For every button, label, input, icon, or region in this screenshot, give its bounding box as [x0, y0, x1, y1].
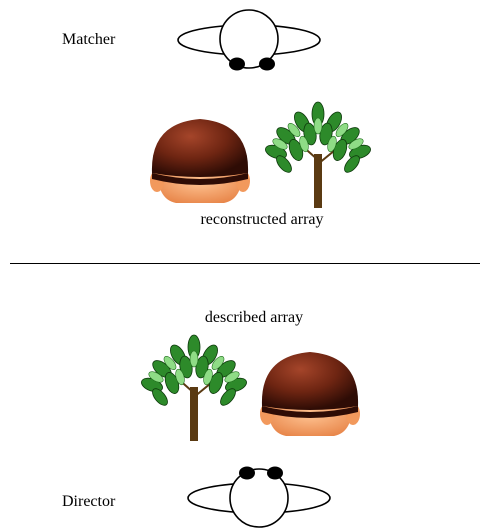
director-label: Director: [62, 493, 116, 510]
described-tree-icon: [141, 334, 247, 441]
director-person-icon: [187, 466, 331, 528]
matcher-person-icon: [177, 9, 321, 71]
reconstructed-array-caption: reconstructed array: [200, 211, 324, 228]
reconstructed-tree-icon: [265, 101, 371, 208]
divider-line: [10, 263, 480, 264]
described-array-caption: described array: [204, 309, 304, 326]
reconstructed-head-icon: [150, 119, 250, 203]
described-head-icon: [260, 352, 360, 436]
matcher-label: Matcher: [62, 31, 116, 48]
